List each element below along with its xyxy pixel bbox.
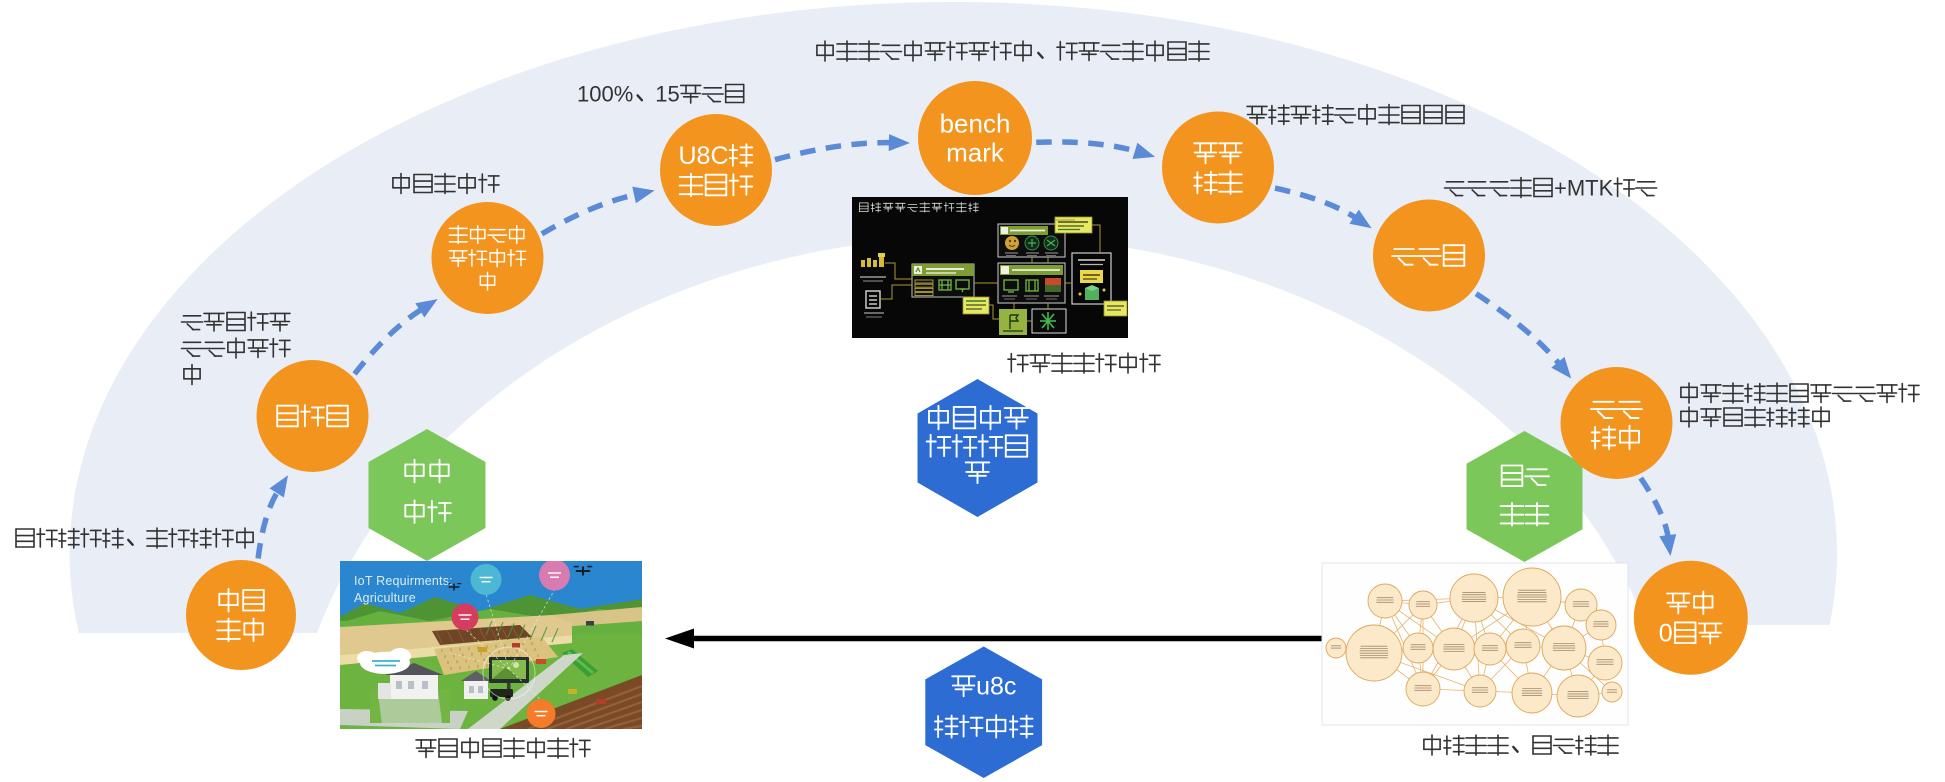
svg-text:Agriculture: Agriculture [354,591,416,605]
svg-text:bench: bench [940,109,1011,139]
svg-text:100%: 100% [577,81,633,106]
svg-text:0: 0 [1659,620,1673,648]
svg-text:U8C: U8C [679,142,729,170]
svg-text:mark: mark [946,138,1005,168]
svg-text:u8c: u8c [976,672,1016,700]
svg-text:IoT Requirments:: IoT Requirments: [354,574,453,588]
svg-text:+MTK: +MTK [1554,175,1614,200]
svg-text:15: 15 [655,81,679,106]
